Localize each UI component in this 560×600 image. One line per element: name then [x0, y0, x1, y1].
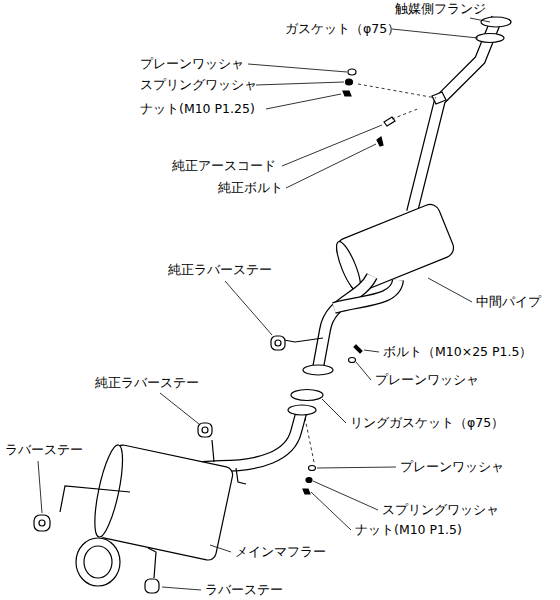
part-label: プレーンワッシャ [400, 459, 504, 475]
leader-line [317, 467, 396, 468]
rubber-stay [145, 579, 159, 593]
leader-line [311, 492, 351, 530]
leader-line [162, 587, 201, 590]
bolt [354, 345, 362, 353]
spring-washer [306, 478, 312, 483]
part-label: ガスケット（φ75） [285, 21, 400, 37]
flange [288, 405, 316, 415]
rubber-stay-hole [275, 340, 281, 346]
assembly-line [305, 418, 314, 462]
part-label: ナット(M10 P1.25) [140, 101, 255, 117]
part-label: メインマフラー [235, 544, 326, 560]
pipe-tab [432, 92, 446, 104]
part-label: ナット(M10 P1.5) [355, 522, 462, 538]
leader-line [428, 278, 472, 302]
pipe-outline [318, 276, 372, 368]
pipe-outline [334, 280, 398, 308]
part-label: ボルト（M10×25 P1.5） [383, 344, 532, 360]
part-label: 中間パイプ [476, 294, 541, 310]
bolt [377, 137, 383, 146]
rubber-stay [34, 515, 50, 531]
assembly-line [392, 108, 420, 119]
plain-washer [349, 358, 356, 363]
leader-line [282, 125, 382, 166]
leader-line [266, 94, 341, 109]
part-label: ラバーステー [205, 582, 283, 598]
leader-line [470, 18, 490, 22]
tail-pipe-inner [84, 546, 112, 578]
pipe-outline [185, 410, 302, 468]
leader-line [313, 481, 378, 510]
gasket [476, 34, 504, 43]
part-label: ラバーステー [5, 442, 83, 458]
part-label: 触媒側フランジ [395, 1, 486, 17]
flange [303, 365, 333, 375]
leader-line [356, 362, 371, 380]
leader-line [256, 82, 344, 85]
pipe-fill [185, 410, 302, 468]
part-label: スプリングワッシャ [382, 502, 499, 518]
stay-bracket [236, 468, 246, 484]
plain-washer [348, 69, 356, 75]
leader-line [392, 29, 478, 38]
part-label: 純正ラバーステー [168, 262, 272, 278]
leader-line [364, 350, 379, 352]
stay-bracket [212, 440, 214, 462]
rubber-stay [271, 336, 285, 350]
leader-line [38, 461, 42, 513]
stay-bracket [60, 486, 130, 512]
rubber-stay-hole [39, 520, 45, 526]
pipe-outline [412, 18, 497, 212]
part-label: スプリングワッシャ [140, 77, 257, 93]
leader-line [210, 545, 231, 552]
part-label: 純正ボルト [218, 180, 283, 196]
stay-bracket [148, 548, 156, 578]
rubber-stay-hole [202, 427, 208, 433]
rubber-stay [198, 423, 212, 437]
spring-washer [346, 79, 353, 85]
tail-pipe [76, 538, 120, 586]
plain-washer [309, 466, 316, 471]
assembly-line [358, 84, 436, 98]
pipe-fill [334, 280, 398, 308]
leader-line [286, 144, 376, 188]
pipe-fill [318, 276, 372, 368]
nut [343, 91, 351, 96]
nut [303, 489, 310, 494]
flange [481, 17, 511, 27]
part-label: 純正ラバーステー [95, 375, 199, 391]
ring-gasket [291, 390, 323, 401]
leader-line [160, 393, 199, 424]
part-label: プレーンワッシャ [375, 372, 479, 388]
leader-line [322, 399, 346, 423]
part-label: プレーンワッシャ [140, 56, 244, 72]
part-label: 純正アースコード [172, 158, 276, 174]
leader-line [225, 281, 272, 335]
part-label: リングガスケット（φ75） [350, 415, 504, 431]
leader-line [248, 64, 347, 72]
stay-bracket [284, 338, 323, 342]
pipe-fill [412, 18, 497, 212]
